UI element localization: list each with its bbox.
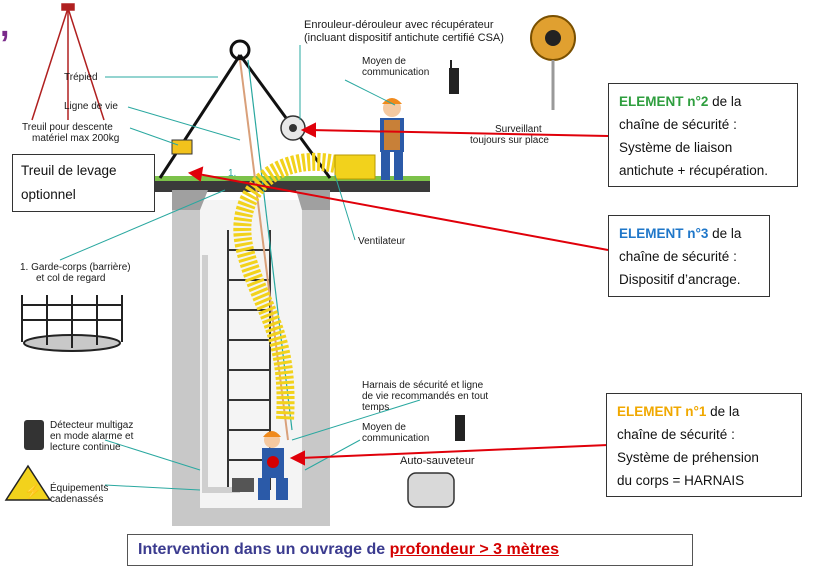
element-1-line4: du corps = HARNAIS (617, 473, 745, 488)
winch-icon (171, 139, 193, 155)
treuil-box-line2: optionnel (21, 187, 76, 202)
locked-equipment (232, 478, 254, 492)
label-roman-one: 1. (228, 168, 237, 179)
label-detecteur-3: lecture continue (50, 442, 121, 453)
label-detecteur-1: Détecteur multigaz (50, 420, 134, 431)
label-surveillant-2: toujours sur place (470, 135, 549, 146)
label-harnais-2: de vie recommandés en tout (362, 391, 489, 402)
life-line (239, 59, 289, 441)
chain-arrows (187, 122, 609, 466)
label-garde-corps-1: 1. Garde-corps (barrière) (20, 262, 131, 273)
element-1-rest: de la (706, 404, 740, 419)
footer-prefix: Intervention dans un ouvrage de (138, 541, 390, 558)
retractable-reel-icon (280, 115, 306, 141)
manhole-shaft (172, 190, 330, 526)
label-moyen-comm-bot-2: communication (362, 433, 430, 444)
footer-caption: Intervention dans un ouvrage de profonde… (127, 534, 693, 566)
lockout-icon: ⚡ (4, 464, 52, 501)
element-2-line3: Système de liaison (619, 140, 733, 155)
label-surveillant-1: Surveillant (495, 124, 542, 135)
worker-figure (258, 431, 288, 500)
leader-lines (59, 45, 421, 491)
radio-icon-bottom (455, 415, 465, 441)
element-3-box: ELEMENT n°3 de la chaîne de sécurité : D… (608, 215, 770, 297)
label-trepied: Trépied (64, 72, 98, 83)
tripod-small-icon (31, 3, 105, 121)
pipe (202, 255, 240, 493)
surveillant-figure (380, 98, 404, 180)
label-treuil-descente-2: matériel max 200kg (32, 133, 120, 144)
element-2-rest: de la (708, 94, 742, 109)
element-1-line2: chaîne de sécurité : (617, 427, 735, 442)
element-2-title: ELEMENT n°2 (619, 94, 709, 109)
label-enrouleur-sub: (incluant dispositif antichute certifié … (304, 32, 504, 44)
element-3-title: ELEMENT n°3 (619, 226, 709, 241)
label-ventilateur: Ventilateur (358, 236, 406, 247)
label-auto-sauveteur: Auto-sauveteur (400, 455, 475, 467)
label-treuil-descente-1: Treuil pour descente (22, 122, 113, 133)
gas-detector-icon (24, 420, 44, 450)
label-moyen-comm-top-2: communication (362, 67, 430, 78)
retractable-device-icon (530, 15, 576, 110)
label-harnais-3: temps (362, 402, 390, 413)
treuil-box: Treuil de levage optionnel (12, 154, 155, 212)
footer-highlight: profondeur > 3 mètres (389, 541, 559, 558)
label-moyen-comm-bot-1: Moyen de (362, 422, 406, 433)
element-1-box: ELEMENT n°1 de la chaîne de sécurité : S… (606, 393, 802, 497)
label-detecteur-2: en mode alarme et (50, 431, 134, 442)
element-3-rest: de la (708, 226, 742, 241)
element-2-line2: chaîne de sécurité : (619, 117, 737, 132)
label-equipements-2: cadenassés (50, 494, 104, 505)
label-garde-corps-2: et col de regard (36, 273, 106, 284)
ventilation-duct (233, 152, 343, 421)
guardrail-icon (21, 295, 123, 352)
treuil-box-line1: Treuil de levage (21, 163, 117, 178)
label-ligne-de-vie: Ligne de vie (64, 101, 118, 112)
radio-icon (449, 68, 459, 94)
ground-surface (155, 180, 430, 192)
label-equipements-1: Équipements (50, 483, 109, 494)
element-3-line2: chaîne de sécurité : (619, 249, 737, 264)
label-harnais-1: Harnais de sécurité et ligne (362, 380, 484, 391)
ventilator-icon (334, 154, 376, 180)
label-moyen-comm-top-1: Moyen de (362, 56, 406, 67)
element-3-line3: Dispositif d’ancrage. (619, 272, 741, 287)
svg-text:⚡: ⚡ (24, 483, 41, 500)
element-1-line3: Système de préhension (617, 450, 759, 465)
label-enrouleur: Enrouleur-dérouleur avec récupérateur (304, 19, 494, 31)
self-rescuer-icon (407, 472, 455, 508)
corner-mark: , (0, 6, 9, 44)
element-2-box: ELEMENT n°2 de la chaîne de sécurité : S… (608, 83, 798, 187)
element-2-line4: antichute + récupération. (619, 163, 768, 178)
element-1-title: ELEMENT n°1 (617, 404, 707, 419)
